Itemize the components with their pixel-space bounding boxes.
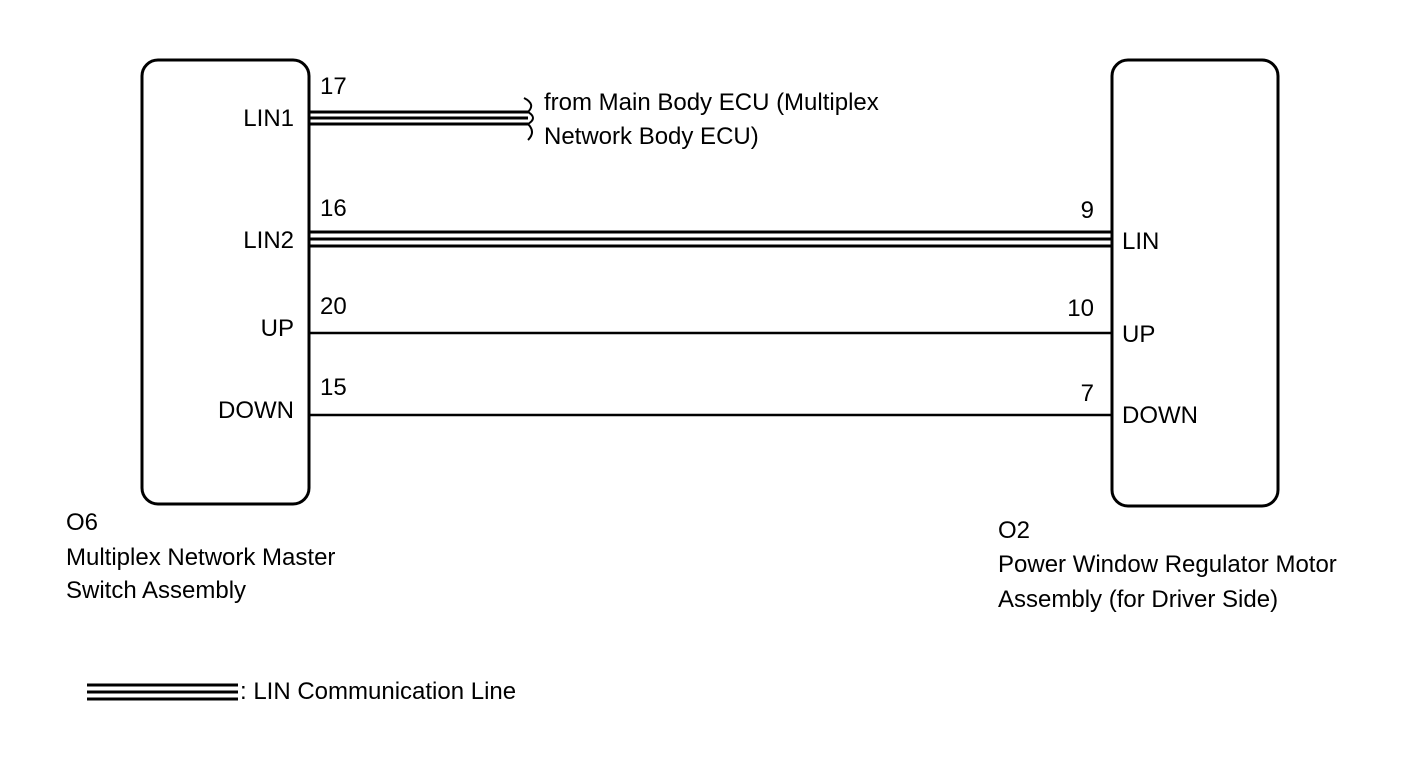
legend-label: : LIN Communication Line [240,678,516,705]
right-component-name-line-1: Power Window Regulator Motor [998,551,1337,578]
left-pin-label-up: UP [261,315,294,342]
right-pin-label-down: DOWN [1122,402,1198,429]
external-note-line-1: from Main Body ECU (Multiplex [544,89,879,116]
right-pin-number-7: 7 [1081,380,1094,407]
left-pin-number-20: 20 [320,293,347,320]
left-pin-label-lin1: LIN1 [243,105,294,132]
right-pin-label-up: UP [1122,321,1155,348]
right-component-name-line-2: Assembly (for Driver Side) [998,586,1278,613]
external-note-line-2: Network Body ECU) [544,123,759,150]
left-component-name-line-1: Multiplex Network Master [66,544,335,571]
right-component-code: O2 [998,517,1030,544]
left-component-box [140,58,311,506]
right-pin-number-9: 9 [1081,197,1094,224]
left-component-name-line-2: Switch Assembly [66,577,246,604]
left-pin-number-15: 15 [320,374,347,401]
right-pin-label-lin: LIN [1122,228,1159,255]
lin2-wire [309,230,1112,248]
right-component-box [1110,58,1280,508]
right-pin-number-10: 10 [1067,295,1094,322]
left-pin-label-lin2: LIN2 [243,227,294,254]
left-pin-label-down: DOWN [218,397,294,424]
left-component-code: O6 [66,509,98,536]
left-pin-number-17: 17 [320,73,347,100]
left-pin-number-16: 16 [320,195,347,222]
legend-lin-line-symbol [87,683,238,701]
wire-break-mark [523,97,534,141]
lin1-wire [309,110,528,126]
